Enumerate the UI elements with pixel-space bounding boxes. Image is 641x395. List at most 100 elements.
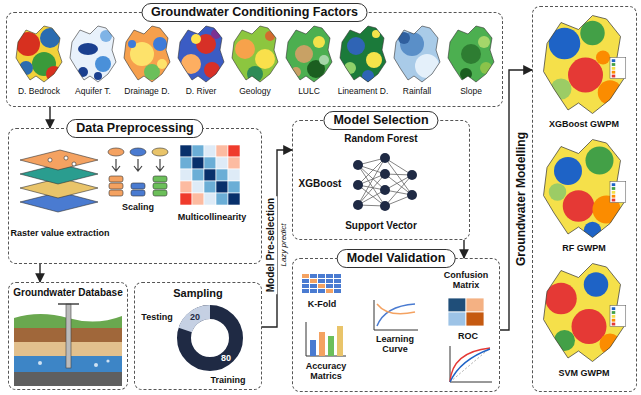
k-fold-icon-part [310, 279, 317, 283]
scaling-icon-part [153, 176, 167, 182]
potential-map-part [612, 315, 616, 318]
model-name: Random Forest [344, 133, 417, 145]
split-percent: 20 [190, 312, 200, 322]
potential-map-part [610, 58, 626, 79]
correlation-heatmap-part [204, 157, 216, 169]
confusion-matrix-icon-part [466, 312, 484, 326]
accuracy-bar-icon-part [319, 332, 325, 356]
stage-sublabel: Lazy predict [279, 221, 288, 268]
factor-map-part-part [313, 36, 325, 48]
scaling-icon [108, 148, 168, 196]
potential-map-part [544, 140, 625, 238]
potential-map-part-part [554, 157, 582, 185]
factor-map-part [176, 24, 226, 84]
split-donut-part [184, 312, 236, 364]
groundwater-strata-part [66, 304, 71, 368]
factor-map-part-part [16, 32, 40, 56]
neural-network-icon-part [358, 158, 412, 206]
neural-network-icon-part [353, 153, 417, 211]
factor-map-part [340, 26, 386, 82]
scaling-icon-part [153, 183, 167, 189]
factor-map-part-part [265, 31, 275, 41]
factor-map-part-part [295, 45, 313, 63]
neural-network-icon-part-part [407, 170, 417, 180]
metric-caption: Accuracy Matrics [296, 361, 356, 382]
factor-map-part-part [128, 40, 136, 48]
scaling-icon-part [131, 183, 145, 189]
factor-map-part-part [461, 44, 481, 64]
correlation-heatmap-part [204, 193, 216, 205]
factor-map [446, 24, 496, 84]
factor-map-part [286, 26, 332, 82]
correlation-heatmap-part [216, 193, 228, 205]
correlation-heatmap-part [228, 193, 240, 205]
correlation-heatmap-part [180, 193, 192, 205]
split-donut [184, 312, 236, 364]
scaling-icon-part [109, 176, 123, 182]
potential-map-part [612, 195, 616, 198]
potential-map-part [540, 136, 628, 241]
factor-map-part [122, 24, 172, 84]
correlation-heatmap-part [216, 157, 228, 169]
factor-map [284, 24, 334, 84]
model-name: XGBoost [299, 178, 342, 190]
factor-map-part [68, 24, 118, 84]
potential-map [540, 260, 628, 365]
correlation-heatmap-part [192, 145, 204, 157]
correlation-heatmap-part [204, 181, 216, 193]
factor-map-part-part [78, 67, 88, 77]
correlation-heatmap-part [228, 145, 240, 157]
metric-caption: Learning Curve [366, 334, 424, 355]
factor-map-part-part [392, 24, 442, 84]
k-fold-icon-part [318, 284, 325, 288]
k-fold-icon-part [310, 274, 317, 278]
factor-map-part [14, 24, 64, 84]
k-fold-icon-part [318, 274, 325, 278]
scaling-icon-part [153, 190, 167, 196]
accuracy-bar-icon-part [310, 340, 316, 356]
factor-map-part-part [78, 43, 98, 55]
model-name: Support Vector [345, 220, 417, 232]
potential-map-part [612, 59, 616, 62]
box-heading: Sampling [139, 287, 257, 300]
step-caption: Scaling [122, 202, 154, 212]
factor-map-part-part [478, 36, 490, 48]
factor-map [338, 24, 388, 84]
factor-map-part-part [415, 54, 439, 78]
process-box: Groundwater Modelling [532, 6, 637, 392]
flow-arrow [262, 150, 292, 327]
factor-map-part-part [95, 56, 111, 72]
potential-map-part-part [563, 190, 595, 222]
factor-map-part [394, 26, 440, 82]
split-caption: Training [210, 375, 245, 385]
potential-map-part [612, 311, 616, 314]
factor-map-part [232, 26, 278, 82]
factor-map-part-part [100, 30, 112, 42]
k-fold-icon [302, 274, 341, 293]
potential-map-part [540, 260, 628, 365]
factor-map-part [392, 24, 442, 84]
potential-map-part [612, 319, 616, 322]
metric-caption: ROC [458, 331, 478, 341]
factor-map-part-part [153, 37, 167, 51]
factor-map [392, 24, 442, 84]
factor-map [230, 24, 280, 84]
section-heading: Data Preprocessing [66, 119, 203, 138]
flow-arrow [463, 240, 464, 258]
correlation-heatmap-part [180, 157, 192, 169]
potential-map-part-part [540, 136, 628, 241]
split-percent: 80 [221, 353, 231, 363]
map-caption: Rainfall [403, 87, 431, 97]
factor-map-part-part [40, 28, 60, 48]
roc-icon-part [450, 348, 490, 382]
potential-map-part-part [549, 183, 567, 201]
correlation-heatmap-part [192, 181, 204, 193]
factor-map-part-part [319, 55, 329, 65]
flow-arrow [500, 70, 532, 330]
potential-map-part-part [596, 51, 610, 65]
factor-map [14, 24, 64, 84]
correlation-heatmap-part [192, 169, 204, 181]
map-title: RF GWPM [562, 243, 606, 253]
